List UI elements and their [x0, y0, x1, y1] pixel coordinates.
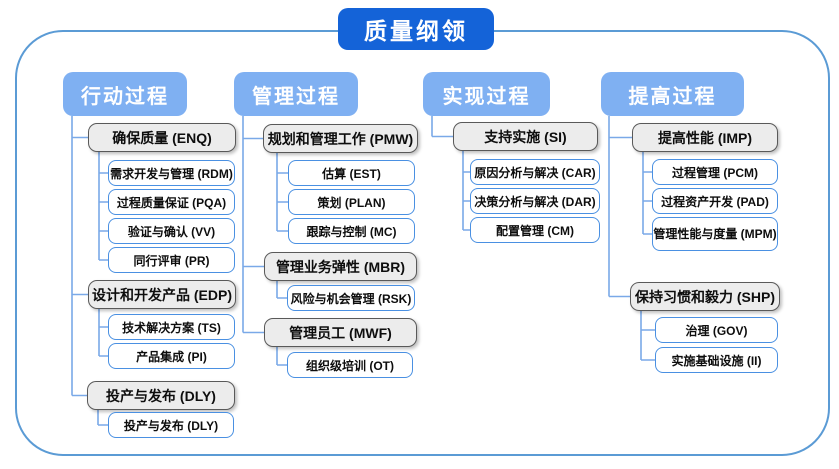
group-node-shp: 保持习惯和毅力 (SHP) [630, 282, 780, 311]
leaf-node-pad: 过程资产开发 (PAD) [652, 188, 778, 214]
group-node-pmw: 规划和管理工作 (PMW) [263, 124, 418, 153]
header-improvement-process: 提高过程 [601, 72, 744, 116]
group-node-imp: 提高性能 (IMP) [632, 123, 778, 152]
group-node-mwf: 管理员工 (MWF) [264, 318, 417, 347]
leaf-node-ii: 实施基础设施 (II) [655, 347, 778, 373]
leaf-node-pi: 产品集成 (PI) [108, 343, 235, 369]
diagram-title: 质量纲领 [338, 8, 494, 50]
group-node-dly: 投产与发布 (DLY) [87, 381, 235, 410]
leaf-node-cm: 配置管理 (CM) [470, 217, 600, 243]
leaf-node-gov: 治理 (GOV) [655, 317, 778, 343]
leaf-node-rsk: 风险与机会管理 (RSK) [287, 285, 415, 311]
header-management-process: 管理过程 [234, 72, 358, 116]
leaf-node-vv: 验证与确认 (VV) [108, 218, 235, 244]
leaf-node-est: 估算 (EST) [288, 160, 415, 186]
header-realization-process: 实现过程 [423, 72, 550, 116]
leaf-node-mc: 跟踪与控制 (MC) [288, 218, 415, 244]
leaf-node-plan: 策划 (PLAN) [288, 189, 415, 215]
group-node-mbr: 管理业务弹性 (MBR) [264, 252, 417, 281]
group-node-si: 支持实施 (SI) [453, 122, 598, 151]
leaf-node-dar: 决策分析与解决 (DAR) [470, 188, 600, 214]
group-node-edp: 设计和开发产品 (EDP) [88, 280, 236, 309]
leaf-node-mpm: 管理性能与度量 (MPM) [652, 217, 778, 251]
group-node-enq: 确保质量 (ENQ) [88, 123, 236, 152]
leaf-node-rdm: 需求开发与管理 (RDM) [108, 160, 235, 186]
leaf-node-car: 原因分析与解决 (CAR) [470, 159, 600, 185]
leaf-node-pqa: 过程质量保证 (PQA) [108, 189, 235, 215]
leaf-node-dly: 投产与发布 (DLY) [108, 412, 234, 438]
leaf-node-pr: 同行评审 (PR) [108, 247, 235, 273]
header-action-process: 行动过程 [63, 72, 187, 116]
leaf-node-ts: 技术解决方案 (TS) [108, 314, 235, 340]
leaf-node-pcm: 过程管理 (PCM) [652, 159, 778, 185]
leaf-node-ot: 组织级培训 (OT) [287, 352, 413, 378]
